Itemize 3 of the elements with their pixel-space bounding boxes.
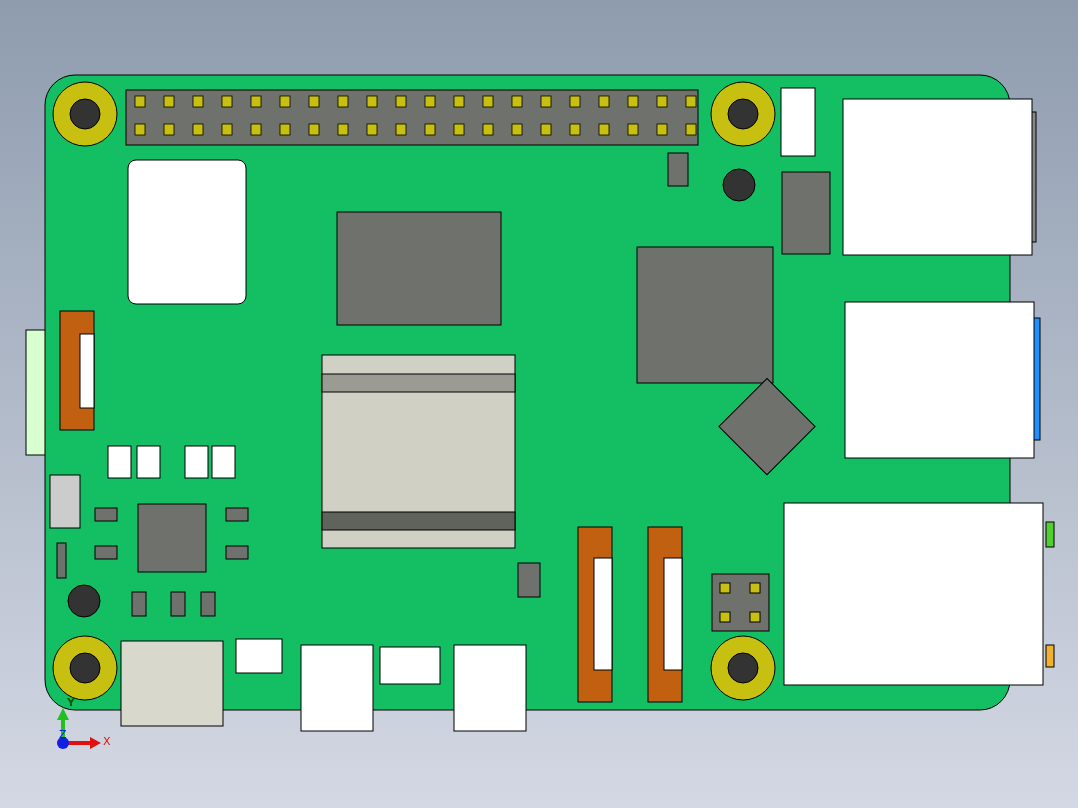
z-axis-label: Z bbox=[59, 729, 67, 740]
y-axis-label: Y bbox=[67, 697, 75, 708]
x-axis-label: X bbox=[103, 736, 111, 747]
